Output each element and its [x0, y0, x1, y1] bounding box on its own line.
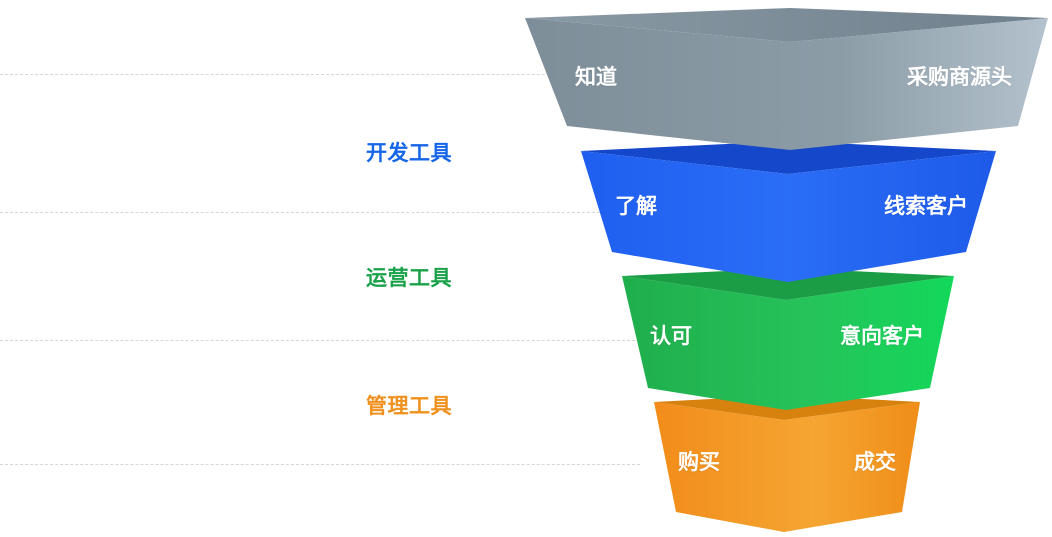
- result-label-understand: 线索客户: [884, 194, 968, 218]
- segment-purchase-body: [654, 402, 920, 532]
- funnel-segment-approval: [622, 268, 954, 410]
- segment-aware-top: [525, 8, 1048, 42]
- tool-label-management: 管理工具: [366, 394, 452, 418]
- guide-line-4: [0, 464, 640, 465]
- segment-approval-top: [622, 268, 954, 300]
- segment-understand-body: [581, 151, 996, 282]
- result-label-purchase: 成交: [854, 450, 896, 474]
- guide-line-1: [0, 74, 640, 75]
- segment-approval-body: [622, 276, 954, 410]
- stage-label-understand: 了解: [615, 194, 657, 218]
- stage-label-approval: 认可: [650, 324, 692, 348]
- result-label-approval: 意向客户: [840, 324, 924, 348]
- segment-understand-top: [581, 141, 996, 174]
- funnel-segment-aware: [525, 8, 1048, 150]
- stage-label-purchase: 购买: [678, 450, 720, 474]
- result-label-aware: 采购商源头: [907, 65, 1012, 89]
- guide-line-3: [0, 340, 640, 341]
- guide-line-2: [0, 212, 640, 213]
- stage-label-aware: 知道: [575, 65, 617, 89]
- segment-aware-body: [525, 18, 1048, 150]
- tool-label-operations: 运营工具: [366, 266, 452, 290]
- funnel-segment-understand: [581, 141, 996, 282]
- tool-label-development: 开发工具: [366, 141, 452, 165]
